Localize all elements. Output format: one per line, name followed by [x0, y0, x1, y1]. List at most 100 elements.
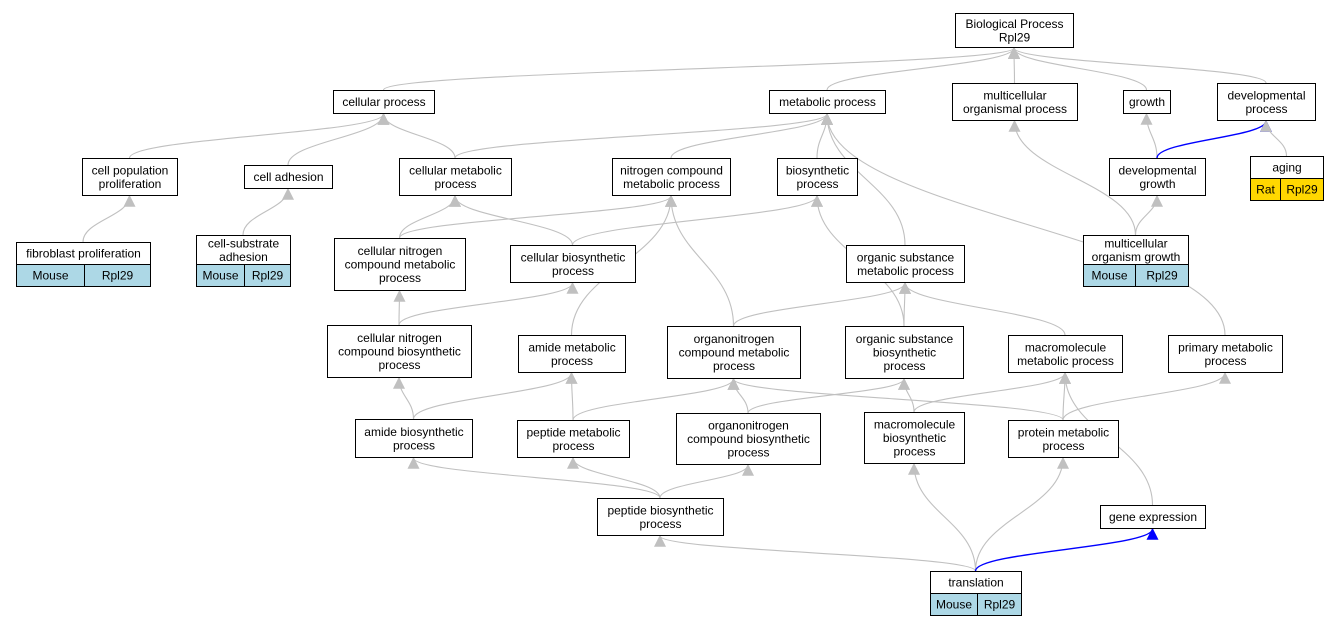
node-box	[597, 498, 724, 536]
node-box	[864, 412, 965, 464]
node-box	[612, 158, 731, 196]
node-label-line: cell-substrate	[208, 236, 280, 250]
edge-developmental-process-to-root	[1008, 46, 1267, 84]
node-cellular-process[interactable]: cellular process	[333, 90, 435, 114]
node-label-line: organismal process	[963, 102, 1067, 116]
node-label-line: organonitrogen	[708, 419, 789, 433]
species-label: Mouse	[32, 269, 68, 283]
node-label-line: process	[1204, 354, 1246, 368]
edge-protein-metabolic-process-to-primary-metabolic-process	[1062, 371, 1231, 421]
node-label-line: biosynthetic	[786, 163, 849, 177]
node-label-line: cellular metabolic	[409, 163, 502, 177]
node-label-line: translation	[948, 576, 1003, 590]
node-label-line: macromolecule	[874, 418, 956, 432]
edge-cell-substrate-adhesion-to-cell-adhesion	[242, 187, 294, 236]
edge-developmental-growth-to-growth	[1140, 112, 1158, 159]
node-label-line: cellular nitrogen	[357, 331, 442, 345]
edge-fibroblast-proliferation-to-cell-population-proliferation	[82, 194, 136, 243]
node-label-line: process	[552, 264, 594, 278]
node-box	[196, 235, 291, 265]
node-label-line: compound metabolic	[345, 258, 456, 272]
edge-cellular-nitrogen-compound-biosynthetic-process-to-cellular-biosynthetic-process	[398, 281, 579, 326]
node-label-line: metabolic process	[779, 95, 876, 109]
edge-cellular-nitrogen-compound-biosynthetic-process-to-cellular-nitrogen-compound-metabolic-process	[393, 289, 406, 326]
node-label-line: nitrogen compound	[620, 163, 723, 177]
node-label-line: organic substance	[856, 332, 954, 346]
node-label-line: compound metabolic	[679, 346, 790, 360]
node-box	[777, 158, 858, 196]
node-label-line: macromolecule	[1025, 340, 1107, 354]
node-gene-expression[interactable]: gene expression	[1100, 505, 1206, 529]
node-label-line: peptide biosynthetic	[607, 503, 713, 517]
gene-label: Rpl29	[252, 269, 284, 283]
species-label: Rat	[1256, 183, 1275, 197]
node-label-line: metabolic process	[623, 177, 720, 191]
node-box	[517, 420, 630, 458]
node-box	[1083, 235, 1189, 265]
node-box	[846, 245, 965, 283]
node-label-line: organonitrogen	[694, 332, 775, 346]
node-label-line: process	[1245, 102, 1287, 116]
node-label-line: compound biosynthetic	[338, 345, 461, 359]
edge-protein-metabolic-process-to-macromolecule-metabolic-process	[1058, 371, 1071, 421]
node-label-line: Biological Process	[965, 17, 1063, 31]
node-label-line: biosynthetic	[883, 431, 946, 445]
node-label-line: aging	[1272, 161, 1301, 175]
node-label-line: amide metabolic	[528, 340, 615, 354]
gene-label: Rpl29	[984, 598, 1016, 612]
gene-cell	[977, 593, 1022, 616]
node-metabolic-process[interactable]: metabolic process	[769, 90, 886, 114]
gene-cell	[84, 264, 151, 287]
edge-organic-substance-biosynthetic-process-to-organic-substance-metabolic-process	[898, 281, 911, 327]
node-box	[1217, 83, 1316, 121]
node-label-line: process	[727, 446, 769, 460]
gene-cell	[1135, 264, 1189, 287]
node-label-line: cell population	[92, 163, 169, 177]
edge-peptide-biosynthetic-process-to-amide-biosynthetic-process	[407, 456, 661, 499]
node-box	[355, 419, 473, 458]
edge-multicellular-organism-growth-to-multicellular-organismal-process	[1008, 119, 1137, 236]
node-box	[1100, 505, 1206, 529]
node-label-line: process	[713, 359, 755, 373]
node-label-line: fibroblast proliferation	[26, 247, 141, 261]
node-label-line: protein metabolic	[1018, 425, 1109, 439]
node-label-line: process	[883, 359, 925, 373]
node-label-line: growth	[1139, 177, 1175, 191]
node-cell-adhesion[interactable]: cell adhesion	[244, 165, 333, 189]
node-box	[955, 13, 1074, 48]
species-label: Mouse	[936, 598, 972, 612]
node-growth[interactable]: growth	[1123, 90, 1171, 114]
gene-label: Rpl29	[1286, 183, 1318, 197]
edge-cellular-biosynthetic-process-to-biosynthetic-process	[571, 194, 823, 246]
node-label-line: proliferation	[99, 177, 162, 191]
node-label-line: developmental	[1118, 163, 1196, 177]
